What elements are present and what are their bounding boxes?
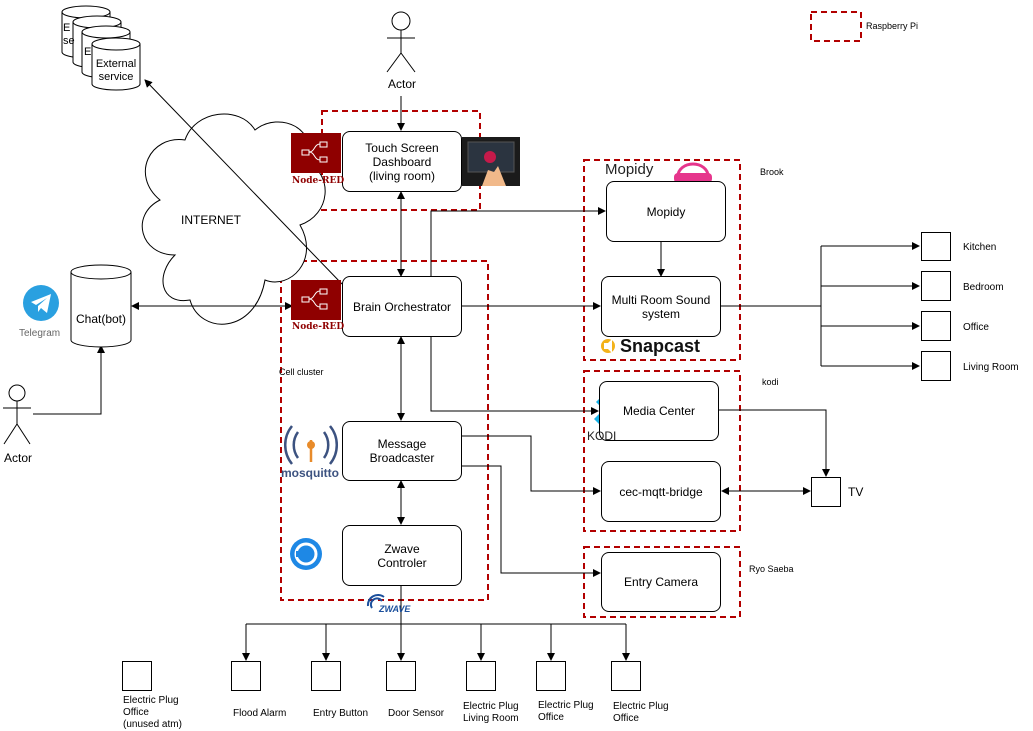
- mopidy-node[interactable]: Mopidy: [606, 181, 726, 242]
- room-bedroom-box[interactable]: [921, 271, 951, 301]
- device-unused-plug-label: Electric Plug Office (unused atm): [123, 695, 182, 730]
- nodered-logo-touchscreen: [291, 133, 341, 173]
- actor-left-label: Actor: [4, 451, 33, 465]
- room-kitchen-label: Kitchen: [963, 242, 997, 253]
- actor-top-figure: [386, 11, 416, 73]
- actor-left-figure: [3, 384, 31, 445]
- external-service-label: External service: [95, 58, 137, 83]
- chatbot-label: Chat(bot): [75, 312, 127, 326]
- device-unused-plug-box[interactable]: [122, 661, 152, 691]
- device-plug-office2-label: Electric Plug Office: [613, 701, 669, 724]
- mopidy-logo-text: Mopidy: [605, 161, 654, 178]
- zwave-controller[interactable]: Zwave Controler: [342, 525, 462, 586]
- internet-label: INTERNET: [181, 213, 241, 227]
- device-flood-alarm-box[interactable]: [231, 661, 261, 691]
- device-flood-alarm-label: Flood Alarm: [233, 708, 287, 719]
- external-service-stack: [61, 5, 141, 91]
- edge-mediacenter-tv: [719, 409, 830, 477]
- group-label-kodi: kodi: [762, 377, 779, 387]
- chatbot-cylinder[interactable]: [70, 264, 132, 348]
- actor-top-label: Actor: [388, 77, 417, 91]
- brain-orchestrator[interactable]: Brain Orchestrator: [342, 276, 462, 337]
- nodered-logo-brain: [291, 280, 341, 320]
- rpi-group-kodi: [583, 370, 741, 532]
- edge-broadcaster-cec: [462, 435, 601, 495]
- rpi-group-ryo-saeba: [583, 546, 741, 618]
- edge-actor-chatbot: [33, 345, 105, 415]
- device-plug-office2-box[interactable]: [611, 661, 641, 691]
- group-label-brook: Brook: [760, 167, 784, 177]
- rpi-group-cell-cluster: [280, 260, 489, 601]
- group-label-ryo-saeba: Ryo Saeba: [749, 564, 794, 574]
- device-door-sensor-box[interactable]: [386, 661, 416, 691]
- nodered-logo-text-1: Node-RED: [292, 176, 345, 186]
- external-service-stack-label-2: E s: [84, 46, 92, 60]
- edge-brain-mediacenter: [430, 337, 599, 415]
- device-entry-button-box[interactable]: [311, 661, 341, 691]
- telegram-label: Telegram: [19, 328, 61, 339]
- telegram-icon: [23, 285, 59, 321]
- multi-room-sound-system[interactable]: Multi Room Sound system: [601, 276, 721, 337]
- entry-camera[interactable]: Entry Camera: [601, 552, 721, 612]
- edge-brain-external: [144, 79, 343, 285]
- snapcast-logo-text: Snapcast: [620, 336, 701, 356]
- tv-label: TV: [848, 485, 864, 499]
- external-service-stack-label-1: E se: [63, 22, 75, 47]
- room-living-room-label: Living Room: [963, 362, 1019, 373]
- legend-rpi-swatch: [810, 11, 862, 42]
- mosquitto-logo-text: mosquitto: [281, 466, 339, 480]
- zwave-logo: [366, 594, 385, 609]
- device-entry-button-label: Entry Button: [313, 708, 369, 719]
- mopidy-logo: [674, 162, 712, 183]
- touchscreen-device-image: [462, 137, 520, 186]
- zwave-logo-text: ZWAVE: [379, 604, 411, 614]
- rpi-group-brook: [583, 159, 741, 361]
- nodered-logo-text-2: Node-RED: [292, 322, 345, 332]
- device-plug-office1-label: Electric Plug Office: [538, 700, 594, 723]
- edge-brain-mopidy: [430, 207, 606, 276]
- message-broadcaster[interactable]: Message Broadcaster: [342, 421, 462, 481]
- room-bedroom-label: Bedroom: [963, 282, 1004, 293]
- cec-mqtt-bridge[interactable]: cec-mqtt-bridge: [601, 461, 721, 522]
- room-kitchen-box[interactable]: [921, 232, 951, 261]
- snapcast-icon: [601, 339, 615, 353]
- legend-rpi-label: Raspberry Pi: [866, 21, 919, 31]
- touch-screen-dashboard[interactable]: Touch Screen Dashboard (living room): [342, 131, 462, 192]
- device-plug-office1-box[interactable]: [536, 661, 566, 691]
- zwave-controller-logo: [290, 538, 322, 570]
- room-living-room-box[interactable]: [921, 351, 951, 381]
- tv-box[interactable]: [811, 477, 841, 507]
- room-office-label: Office: [963, 322, 989, 333]
- device-plug-living-box[interactable]: [466, 661, 496, 691]
- group-label-cell-cluster: Cell cluster: [279, 367, 324, 377]
- kodi-logo-text: KODI: [587, 429, 617, 443]
- device-door-sensor-label: Door Sensor: [388, 708, 445, 719]
- mosquitto-logo: [283, 425, 339, 465]
- room-office-box[interactable]: [921, 311, 951, 341]
- device-plug-living-label: Electric Plug Living Room: [463, 701, 519, 724]
- edge-broadcaster-camera: [462, 465, 601, 577]
- media-center[interactable]: Media Center: [599, 381, 719, 441]
